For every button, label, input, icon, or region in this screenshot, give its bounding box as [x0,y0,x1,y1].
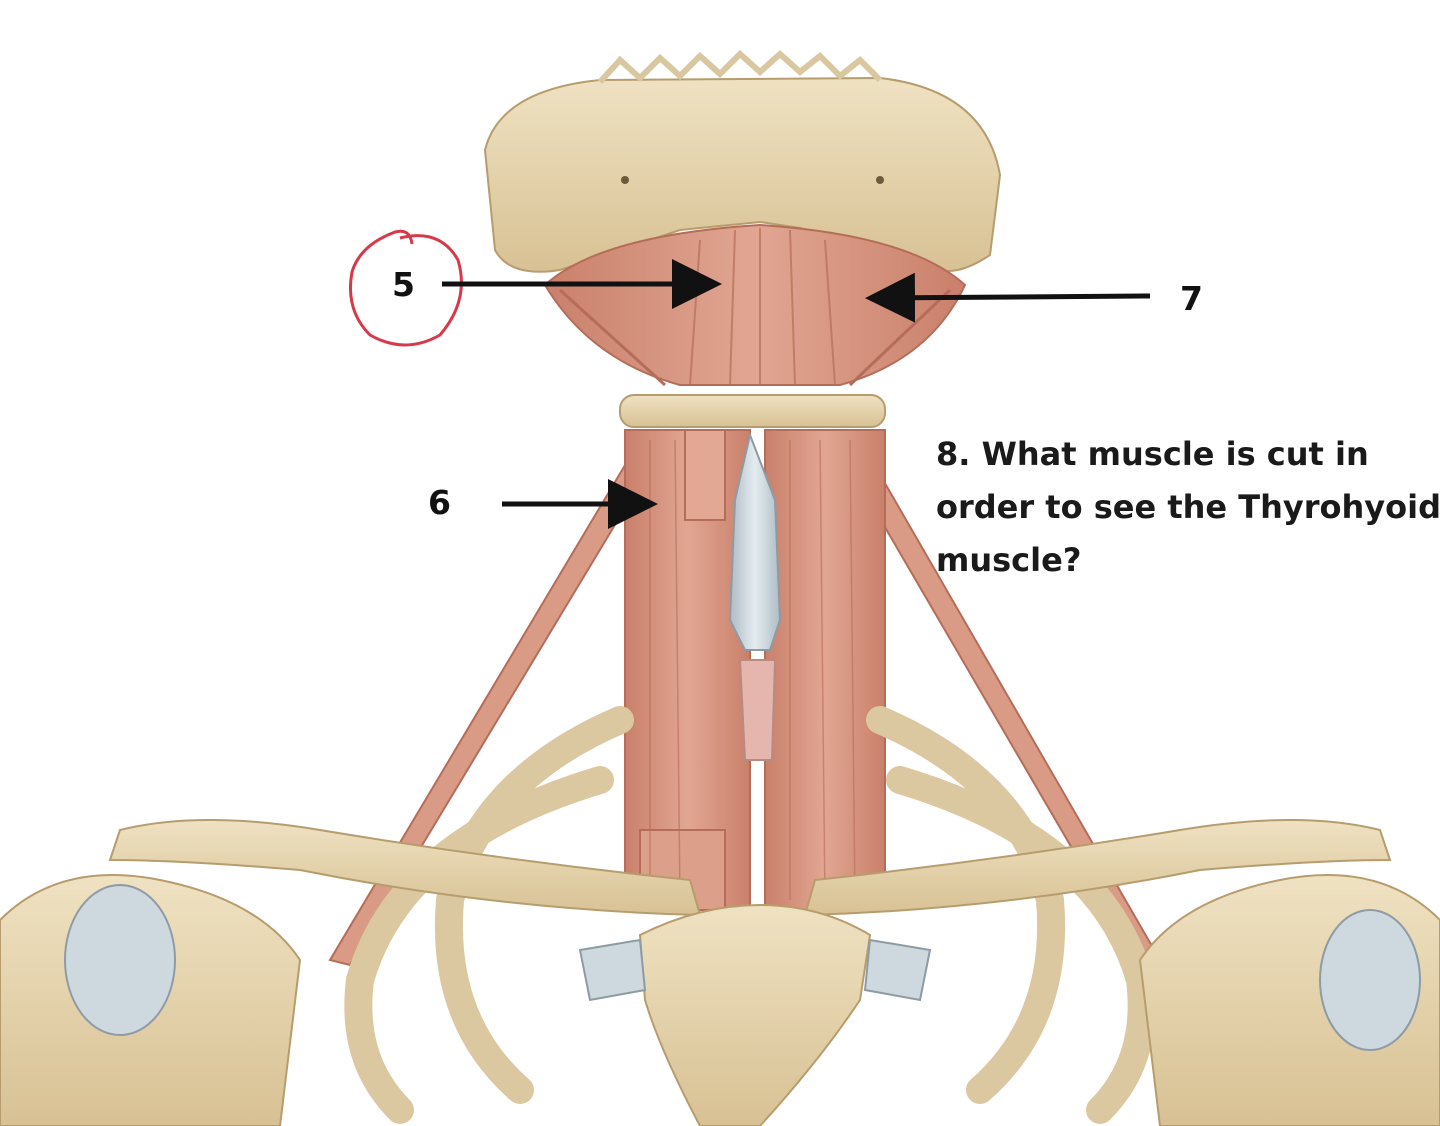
question-line-3: muscle? [936,541,1082,579]
arrow-7 [865,272,1151,323]
suprahyoid-muscles [543,223,967,387]
label-six: 6 [428,483,451,522]
thyroid-gland [738,659,777,761]
thyroid-cartilage [728,431,782,651]
circle-annotation-icon [348,229,463,347]
question-line-1: 8. What muscle is cut in [936,435,1369,473]
clavicles [108,819,1392,917]
mandible [483,49,1002,273]
question-text: 8. What muscle is cut in order to see th… [936,428,1440,587]
hyoid-bone [619,394,886,428]
infrahyoid-muscles [624,429,886,911]
costal-cartilages [578,938,932,1002]
label-five: 5 [392,265,415,304]
label-seven: 7 [1180,279,1203,318]
sternum [638,903,872,1126]
rib-cage [344,706,1156,1124]
shoulder-joints [0,874,1440,1126]
question-line-2: order to see the Thyrohyoid [936,488,1440,526]
